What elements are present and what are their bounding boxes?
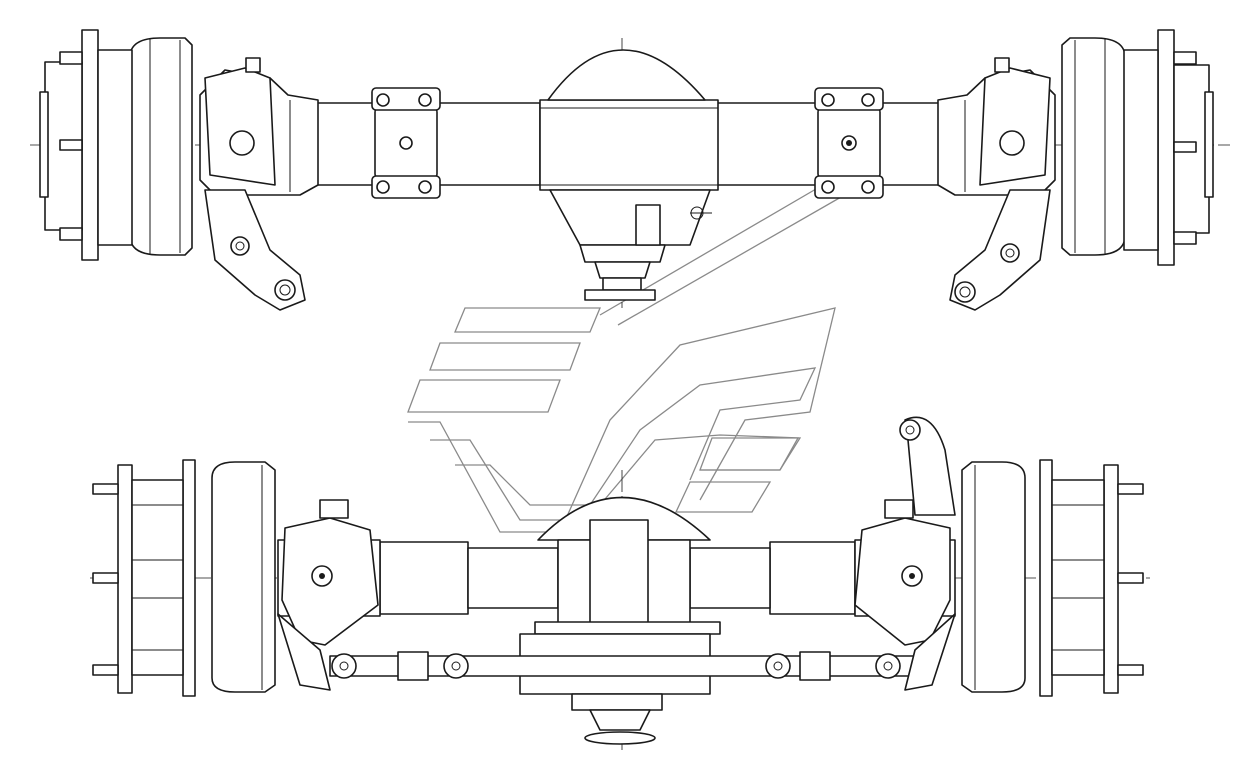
watermark-logo [407,174,863,533]
front-view [90,416,1150,750]
top-view [30,29,1230,311]
